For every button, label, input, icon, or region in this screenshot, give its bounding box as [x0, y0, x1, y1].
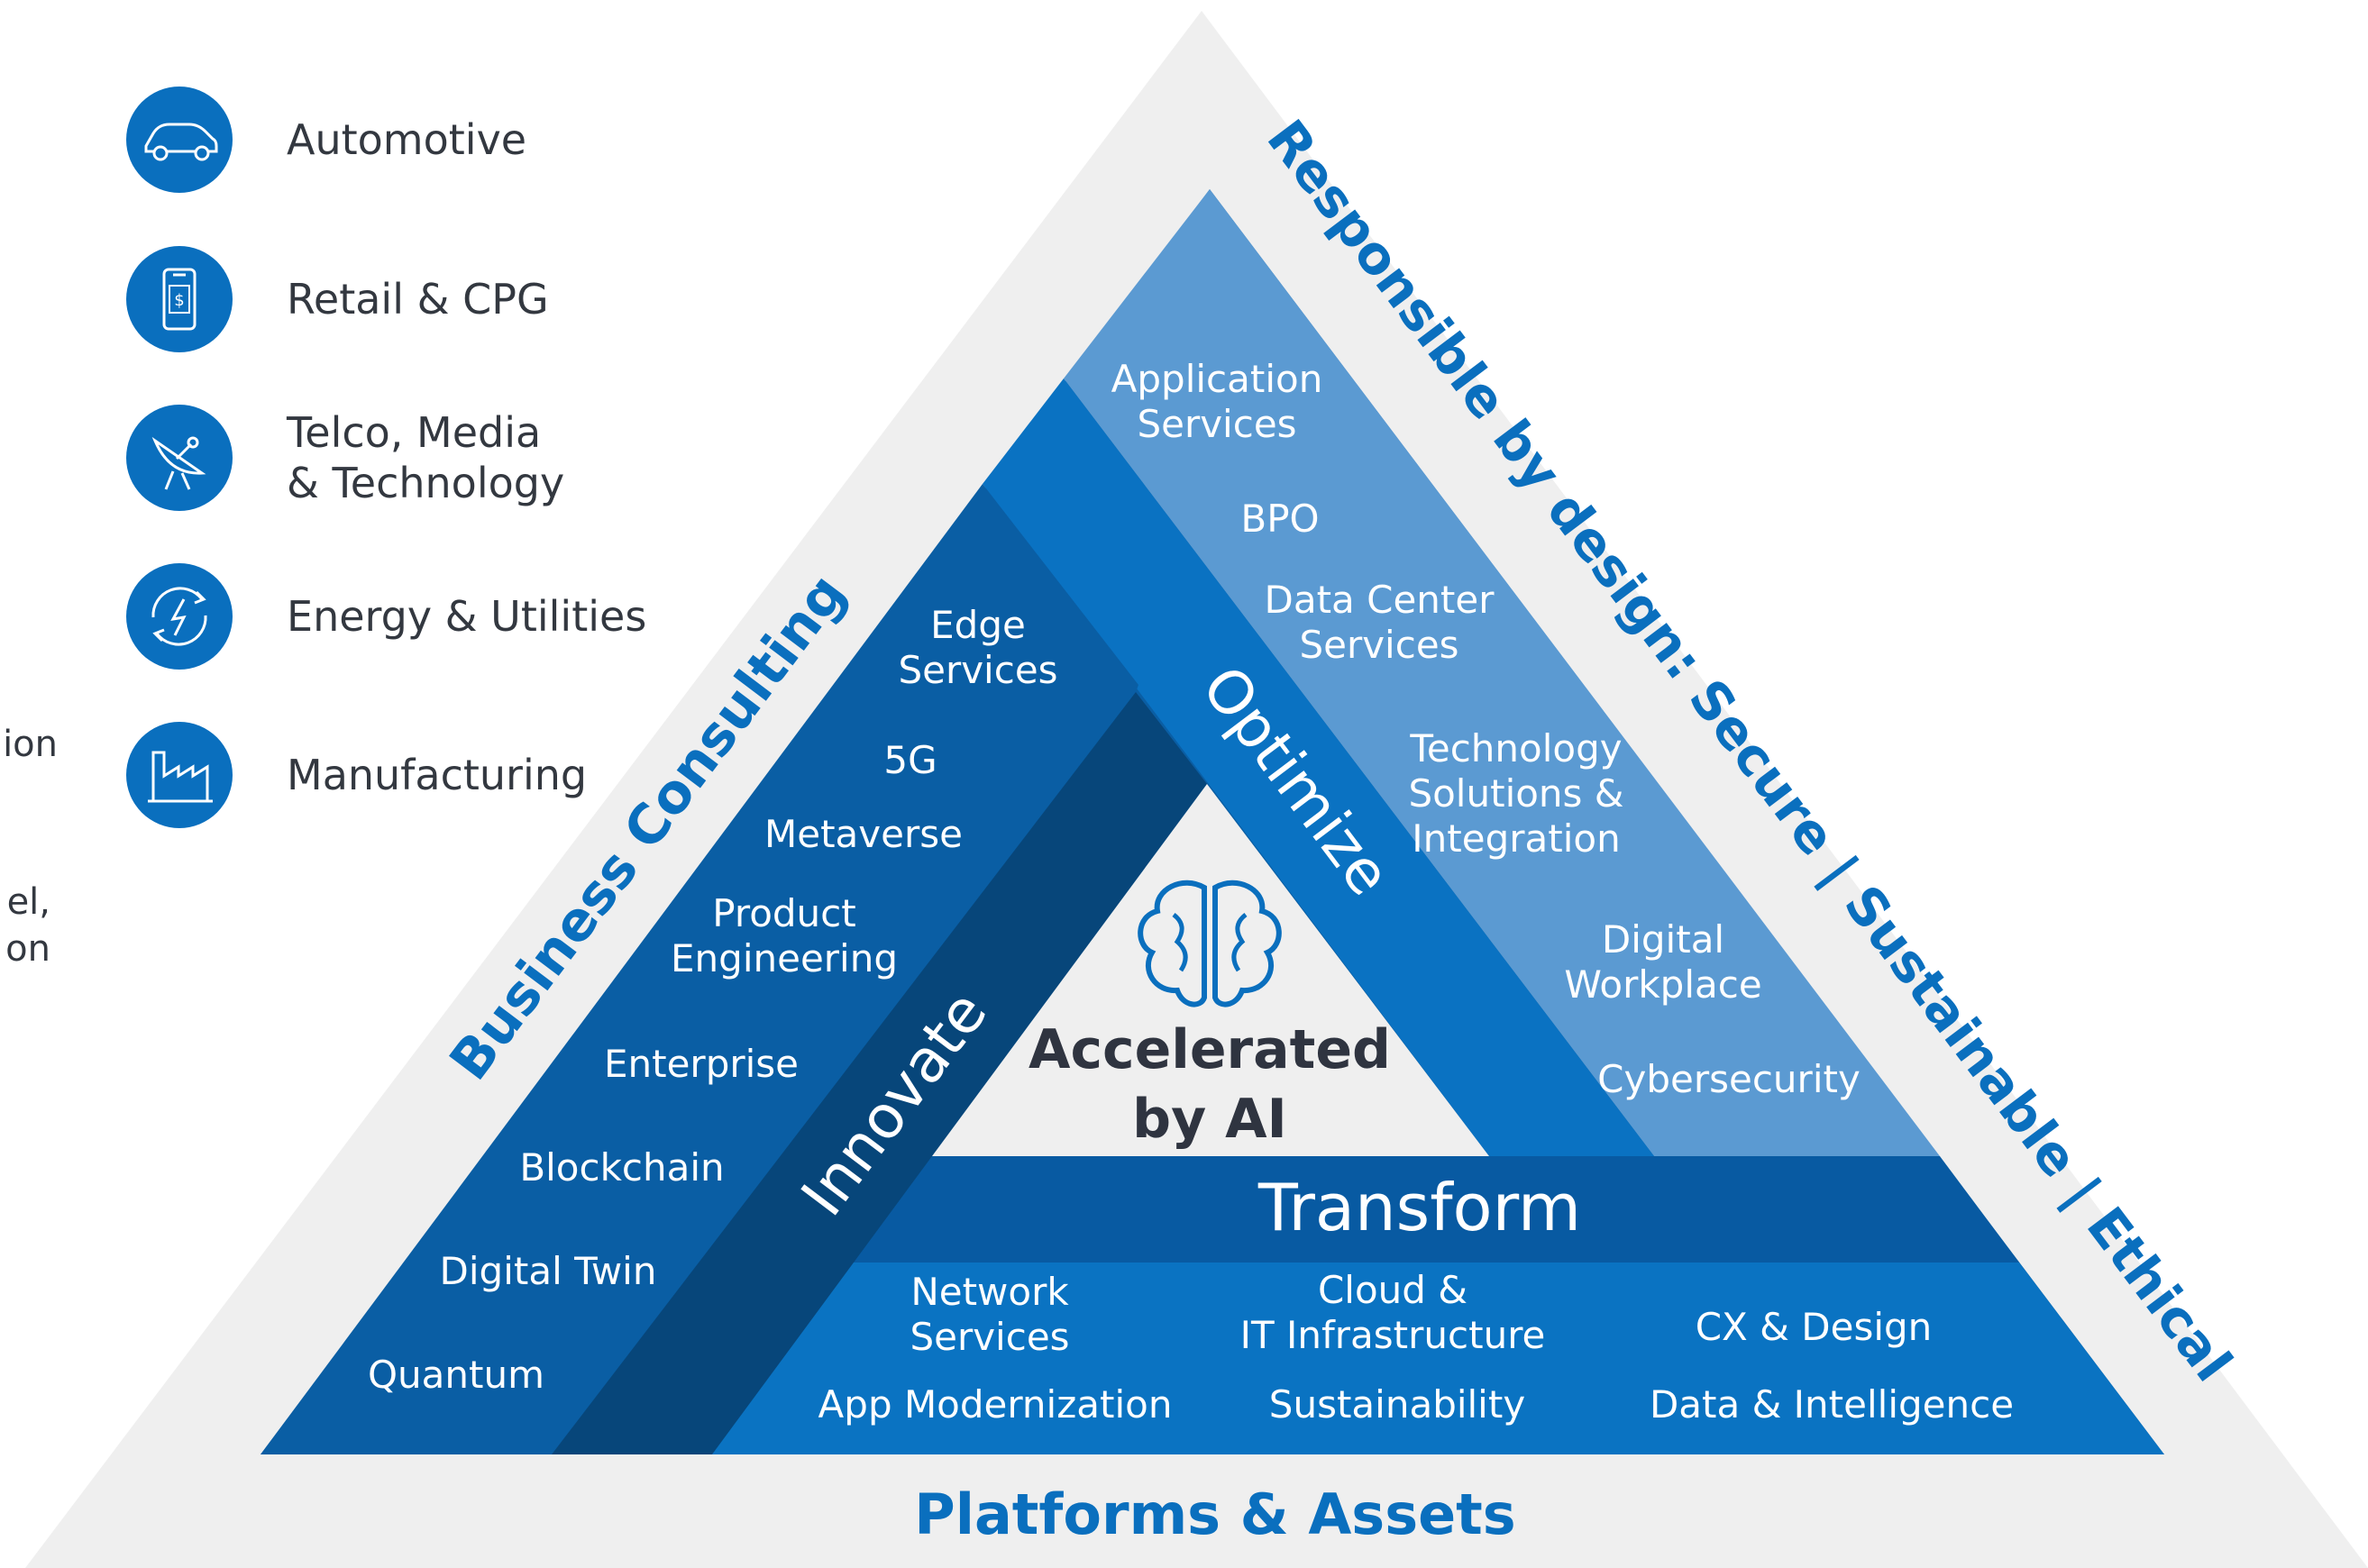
- optimize-item-line: Workplace: [1564, 962, 1761, 1007]
- innovate-item: 5G: [883, 738, 937, 782]
- center-label-line: by AI: [1132, 1088, 1287, 1151]
- innovate-item-line: Digital Twin: [440, 1249, 657, 1293]
- center-label: Accelerated by AI: [1029, 1018, 1391, 1151]
- transform-band: [854, 1156, 2019, 1263]
- optimize-band: [983, 378, 1654, 1156]
- innovate-item-line: Enterprise: [604, 1042, 799, 1086]
- industry-item-automotive: Automotive: [126, 86, 703, 194]
- transform-item: Data & Intelligence: [1650, 1382, 2014, 1427]
- industry-item-manufacturing: Manufacturing: [126, 721, 703, 829]
- innovate-item: Digital Twin: [440, 1249, 657, 1293]
- innovate-item-line: Quantum: [368, 1353, 544, 1397]
- transform-title: Transform: [1257, 1170, 1581, 1245]
- transform-item-line: Cloud &: [1318, 1268, 1467, 1312]
- innovate-item: Blockchain: [519, 1145, 724, 1190]
- optimize-item-line: Solutions &: [1408, 771, 1623, 816]
- satellite-dish-icon: [126, 405, 233, 511]
- center-triangle: [932, 784, 1489, 1156]
- svg-text:$: $: [174, 291, 184, 310]
- industry-label: Automotive: [287, 115, 527, 164]
- platforms-assets-label: Platforms & Assets: [914, 1481, 1515, 1547]
- innovate-dark-region: [261, 484, 1138, 1454]
- transform-item: Sustainability: [1269, 1382, 1525, 1427]
- optimize-item-line: Application: [1111, 357, 1323, 401]
- innovate-item-line: Product: [712, 891, 855, 935]
- mobile-payment-icon: $: [126, 246, 233, 352]
- innovate-item: Quantum: [368, 1353, 544, 1397]
- optimize-item-line: Integration: [1412, 816, 1620, 861]
- energy-cycle-icon: [126, 563, 233, 670]
- transform-item-line: Sustainability: [1269, 1382, 1525, 1427]
- industry-label: Telco, Media & Technology: [287, 408, 565, 507]
- innovate-item-line: Metaverse: [764, 812, 963, 856]
- innovate-item: Enterprise: [604, 1042, 799, 1086]
- industry-item-energy: Energy & Utilities: [126, 562, 703, 670]
- center-label-line: Accelerated: [1029, 1018, 1391, 1081]
- optimize-item: BPO: [1240, 497, 1319, 541]
- transform-item-line: Services: [910, 1315, 1069, 1359]
- innovate-item-line: 5G: [883, 738, 937, 782]
- innovate-item-line: Edge: [930, 603, 1026, 647]
- transform-item: Cloud &IT Infrastructure: [1240, 1268, 1546, 1357]
- industry-label: Energy & Utilities: [287, 592, 647, 641]
- factory-icon: [126, 722, 233, 828]
- brain-icon: [1138, 880, 1282, 1007]
- optimize-item-line: Cybersecurity: [1597, 1057, 1861, 1101]
- transform-item-line: App Modernization: [818, 1382, 1173, 1427]
- transform-item-line: IT Infrastructure: [1240, 1313, 1546, 1357]
- optimize-item-line: Technology: [1409, 726, 1622, 770]
- transform-light-region: [712, 1263, 2164, 1454]
- optimize-item: Cybersecurity: [1597, 1057, 1861, 1101]
- innovate-item: Metaverse: [764, 812, 963, 856]
- cropped-label-fragment: ion: [3, 724, 58, 765]
- transform-item: App Modernization: [818, 1382, 1173, 1427]
- industry-list: Automotive $ Retail & CPG: [0, 0, 811, 1081]
- industry-label: Manufacturing: [287, 751, 588, 799]
- transform-item: CX & Design: [1696, 1305, 1933, 1349]
- industry-label: Retail & CPG: [287, 275, 549, 324]
- industry-item-telco: Telco, Media & Technology: [126, 404, 703, 512]
- optimize-item-line: Digital: [1602, 917, 1724, 962]
- optimize-item-line: Data Center: [1265, 578, 1495, 622]
- car-icon: [126, 87, 233, 193]
- innovate-item-line: Blockchain: [519, 1145, 724, 1190]
- transform-item-line: Network: [910, 1270, 1069, 1314]
- transform-item-line: Data & Intelligence: [1650, 1382, 2014, 1427]
- innovate-item-line: Services: [898, 648, 1057, 692]
- innovate-band: [552, 692, 1207, 1454]
- optimize-light-region: [1064, 189, 1940, 1156]
- industry-item-retail: $ Retail & CPG: [126, 245, 703, 353]
- optimize-item-line: Services: [1137, 402, 1296, 446]
- transform-item-line: CX & Design: [1696, 1305, 1933, 1349]
- innovate-item-line: Engineering: [671, 936, 898, 980]
- optimize-item-line: Services: [1299, 623, 1458, 667]
- optimize-item-line: BPO: [1240, 497, 1319, 541]
- cropped-label-fragment: el, on: [5, 881, 50, 970]
